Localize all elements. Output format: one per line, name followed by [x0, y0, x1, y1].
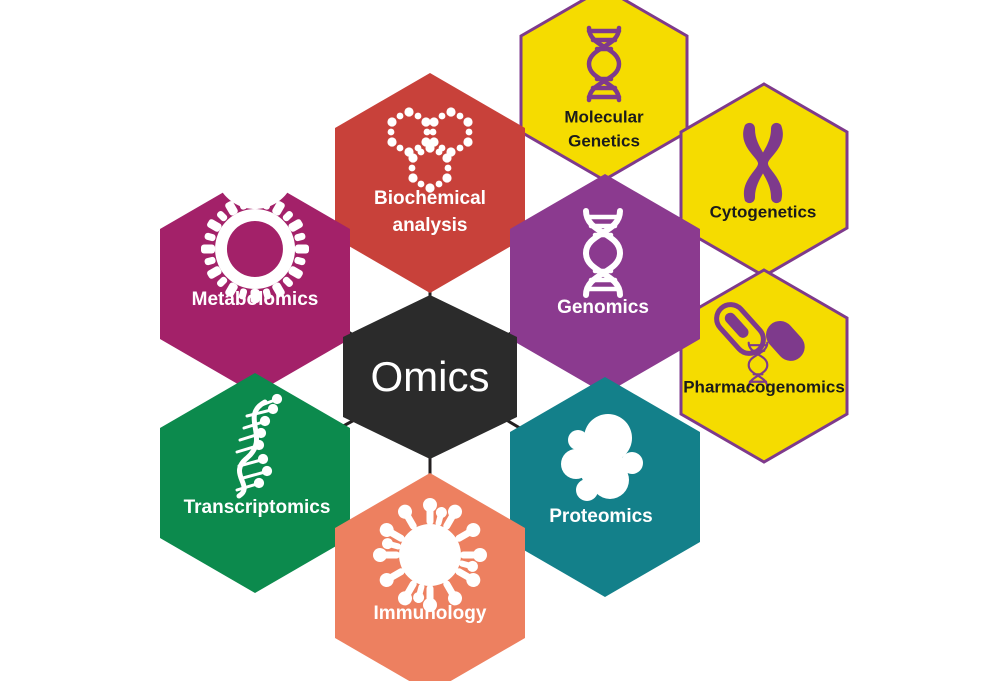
- cytogenetics-hexagon[interactable]: [679, 82, 849, 278]
- immunology-label: Immunology: [374, 603, 487, 624]
- omics-center-hexagon[interactable]: [343, 295, 517, 459]
- node-genomics[interactable]: Genomics: [510, 174, 700, 394]
- pharmacogenomics-label: Pharmacogenomics: [683, 377, 845, 396]
- omics-center-label: Omics: [371, 353, 490, 400]
- transcriptomics-label: Transcriptomics: [184, 497, 331, 518]
- node-metabolomics[interactable]: Metabolomics: [160, 129, 350, 394]
- node-proteomics[interactable]: Proteomics: [510, 377, 700, 597]
- biochemical-analysis-hexagon[interactable]: [335, 73, 525, 293]
- node-cytogenetics[interactable]: Cytogenetics: [679, 82, 849, 278]
- cytogenetics-label: Cytogenetics: [710, 202, 817, 221]
- proteomics-label: Proteomics: [549, 506, 652, 527]
- node-pharmacogenomics[interactable]: Pharmacogenomics: [679, 268, 849, 464]
- biochemical-analysis-label-line2: analysis: [393, 215, 468, 236]
- node-immunology[interactable]: Immunology: [335, 473, 525, 681]
- metabolomics-label: Metabolomics: [192, 289, 319, 310]
- pharmacogenomics-hexagon[interactable]: [679, 268, 849, 464]
- molecular-genetics-label-line2: Genetics: [568, 131, 640, 150]
- genomics-label: Genomics: [557, 297, 649, 318]
- molecular-genetics-label-line1: Molecular: [564, 107, 644, 126]
- node-biochemical-analysis[interactable]: Biochemical analysis: [335, 73, 525, 293]
- biochemical-analysis-label-line1: Biochemical: [374, 188, 486, 209]
- node-omics-center[interactable]: Omics: [343, 295, 517, 459]
- node-transcriptomics[interactable]: Transcriptomics: [160, 373, 350, 593]
- genomics-hexagon[interactable]: [510, 174, 700, 394]
- node-molecular-genetics[interactable]: Molecular Genetics: [519, 0, 689, 182]
